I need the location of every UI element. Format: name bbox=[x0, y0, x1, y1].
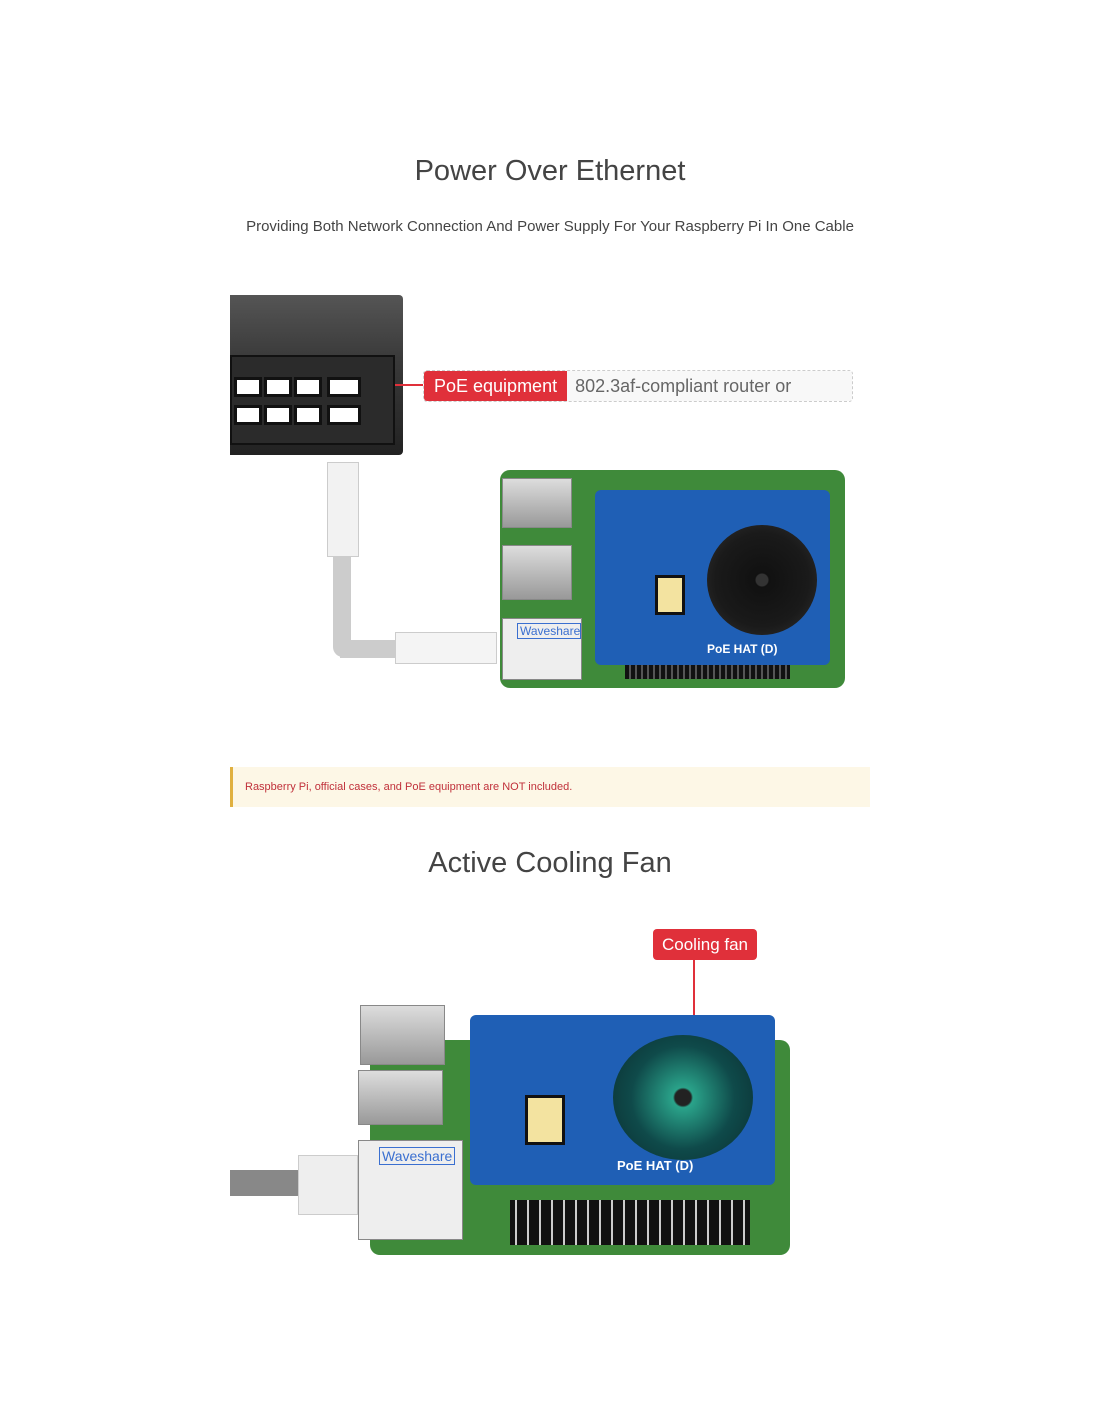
label-tag: PoE equipment bbox=[424, 371, 568, 401]
notice-banner: Raspberry Pi, official cases, and PoE eq… bbox=[230, 767, 870, 807]
hat-label: PoE HAT (D) bbox=[707, 642, 778, 656]
rj45-brand-label: Waveshare bbox=[379, 1147, 456, 1165]
cooling-fan-callout: Cooling fan bbox=[653, 929, 758, 960]
ethernet-cable bbox=[327, 462, 359, 557]
section-title-fan: Active Cooling Fan bbox=[428, 847, 672, 879]
poe-switch-illustration bbox=[230, 295, 403, 455]
fan-icon bbox=[613, 1035, 753, 1160]
hat-label: PoE HAT (D) bbox=[617, 1158, 694, 1173]
poe-equipment-label: PoE equipment 802.3af-compliant router o… bbox=[423, 370, 854, 402]
section-subtitle-poe: Providing Both Network Connection And Po… bbox=[246, 218, 854, 235]
label-description: 802.3af-compliant router or switch bbox=[567, 371, 853, 401]
fan-icon bbox=[707, 525, 817, 635]
rj45-brand-label: Waveshare bbox=[517, 623, 581, 639]
poe-hat-board: PoE HAT (D) bbox=[595, 490, 830, 665]
poe-hat-board: PoE HAT (D) bbox=[470, 1015, 775, 1185]
section-title-poe: Power Over Ethernet bbox=[414, 155, 686, 187]
